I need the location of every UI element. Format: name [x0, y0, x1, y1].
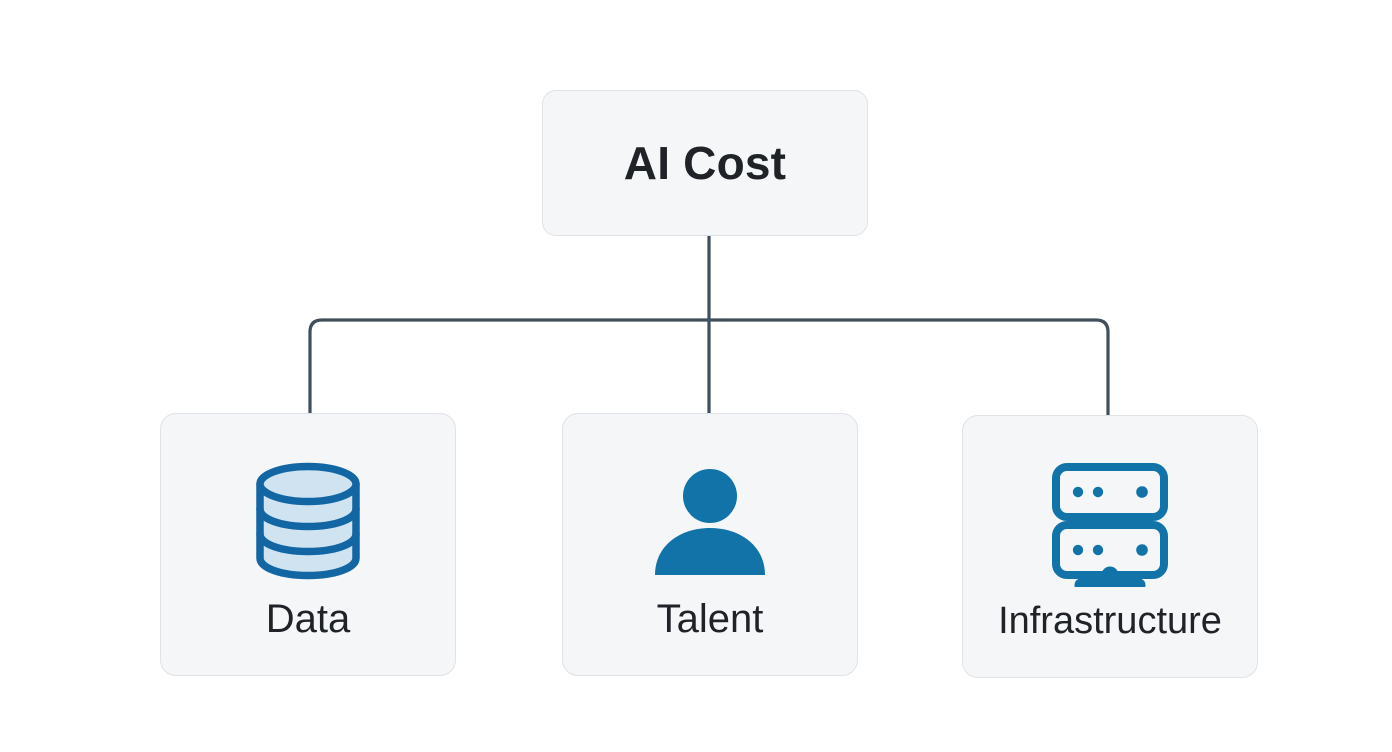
child-node-label: Data: [265, 596, 351, 641]
child-node-infrastructure[interactable]: Infrastructure: [962, 415, 1258, 678]
connector-bus-right: [707, 318, 1110, 417]
root-node-ai-cost[interactable]: AI Cost: [542, 90, 868, 236]
child-node-label: Infrastructure: [998, 599, 1222, 642]
root-node-title: AI Cost: [623, 137, 787, 189]
child-node-label: Talent: [656, 596, 764, 641]
server-icon: [1050, 460, 1170, 588]
child-node-data[interactable]: Data: [160, 413, 456, 676]
child-node-talent[interactable]: Talent: [562, 413, 858, 676]
person-icon: [651, 457, 769, 585]
connector-bus-left: [308, 318, 711, 415]
database-icon: [249, 457, 367, 585]
